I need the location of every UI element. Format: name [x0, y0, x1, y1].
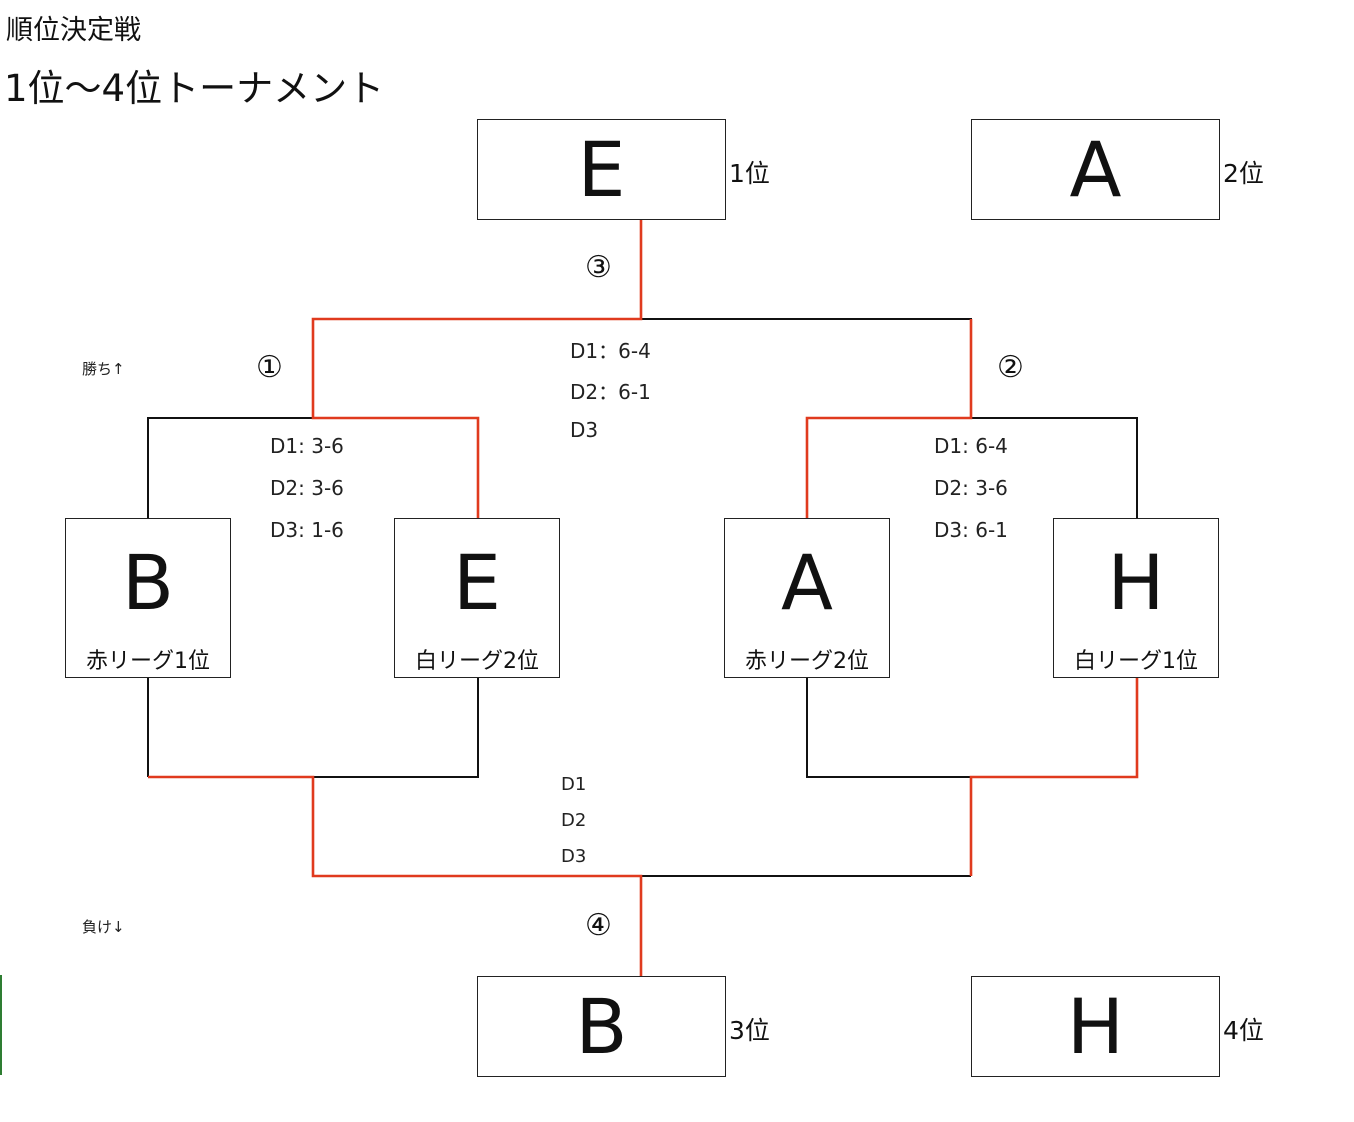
score-m1-d2: D2: 3-6 [270, 476, 344, 500]
score-m2-d3: D3: 6-1 [934, 518, 1008, 542]
rank-label-2nd: 2位 [1223, 159, 1264, 188]
team-name: H [1107, 538, 1165, 627]
team-seed-label: 白リーグ2位 [415, 649, 539, 674]
score-m1-d1: D1: 3-6 [270, 434, 344, 458]
score-m4-d3: D3 [561, 846, 587, 867]
team-seed-label: 赤リーグ1位 [86, 649, 210, 674]
score-m1-d3: D3: 1-6 [270, 518, 344, 542]
match-number-4: ④ [585, 908, 612, 943]
win-line-m1 [311, 219, 643, 519]
team-box-red-2: A 赤リーグ2位 [724, 518, 890, 678]
result-box-3rd: B [477, 976, 726, 1077]
match-number-1: ① [256, 350, 283, 385]
score-m3-d3: D3 [570, 418, 599, 442]
win-line-m2 [805, 319, 973, 519]
result-box-4th: H [971, 976, 1220, 1077]
result-team-1st: E [577, 125, 626, 214]
line-m1-left-top [147, 417, 313, 519]
rank-label-1st: 1位 [729, 159, 770, 188]
team-box-white-1: H 白リーグ1位 [1053, 518, 1219, 678]
page-title: 1位〜4位トーナメント [4, 67, 385, 110]
team-seed-label: 赤リーグ2位 [745, 649, 869, 674]
score-m2-d2: D2: 3-6 [934, 476, 1008, 500]
team-name: A [781, 538, 833, 627]
score-m3-d1: D1：6-4 [570, 339, 651, 363]
loser-direction-note: 負け↓ [82, 918, 125, 936]
team-name: E [452, 538, 502, 627]
line-m2-bottom [806, 678, 971, 778]
rank-label-3rd: 3位 [729, 1016, 770, 1045]
team-box-white-2: E 白リーグ2位 [394, 518, 560, 678]
window-edge [0, 975, 2, 1075]
team-box-red-1: B 赤リーグ1位 [65, 518, 231, 678]
bracket-winner-lines [148, 219, 1139, 976]
line-m1-bottom-right [313, 678, 479, 778]
result-box-1st: E [477, 119, 726, 220]
bracket-black-lines [147, 318, 1138, 877]
line-m3-right-top [641, 318, 972, 418]
win-line-m4-left [148, 775, 643, 976]
score-m3-d2: D2：6-1 [570, 380, 651, 404]
team-name: B [121, 538, 175, 627]
score-m4-d2: D2 [561, 810, 587, 831]
page-category: 順位決定戦 [6, 15, 141, 46]
rank-label-4th: 4位 [1223, 1016, 1264, 1045]
match-number-2: ② [997, 350, 1024, 385]
result-team-3rd: B [575, 982, 628, 1071]
winner-direction-note: 勝ち↑ [82, 360, 125, 378]
team-seed-label: 白リーグ1位 [1074, 649, 1198, 674]
line-m2-right-top [971, 417, 1138, 519]
result-box-2nd: A [971, 119, 1220, 220]
win-line-m4-right [969, 678, 1139, 876]
result-team-4th: H [1066, 982, 1125, 1071]
match-number-3: ③ [585, 250, 612, 285]
score-m2-d1: D1: 6-4 [934, 434, 1008, 458]
score-m4-d1: D1 [561, 774, 587, 795]
result-team-2nd: A [1069, 125, 1122, 214]
